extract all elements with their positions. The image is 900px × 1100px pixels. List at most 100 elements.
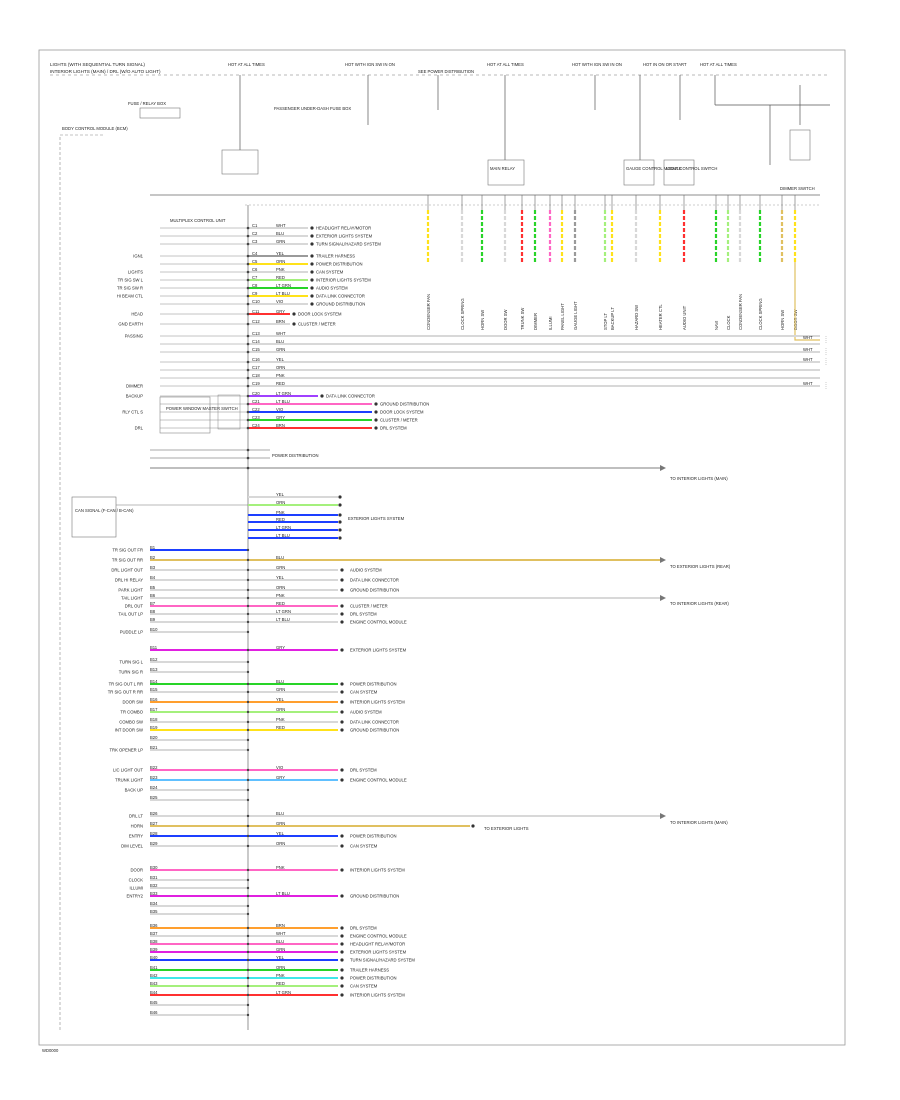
pin-label: CLOCK	[129, 878, 144, 883]
destination-label: POWER DISTRIBUTION	[316, 262, 363, 267]
splice-dot	[340, 934, 344, 938]
footer-code: WD0000	[42, 1048, 59, 1053]
wire-color-code: LT GRN	[276, 391, 291, 396]
splice-dot	[471, 824, 475, 828]
wire-color-code: WHT	[803, 357, 813, 362]
wire-color-code: RED	[276, 381, 285, 386]
top-wire-label: CLOCK	[726, 315, 731, 330]
splice-dot	[340, 768, 344, 772]
connector-pin	[246, 384, 250, 388]
pin-number: B19	[150, 725, 158, 730]
wire-color-code: GRN	[276, 347, 285, 352]
light-switch-label: LIGHT CONTROL SWITCH	[666, 166, 717, 171]
destination-label: CLUSTER / METER	[380, 418, 418, 423]
arrow-right	[660, 465, 666, 471]
destination-label: CAN SYSTEM	[350, 690, 378, 695]
pin-label: DRL LIGHT OUT	[111, 568, 143, 573]
connector-pin	[246, 302, 250, 306]
pin-number: C9	[252, 291, 258, 296]
pin-number: C24	[252, 423, 260, 428]
splice-dot	[338, 513, 342, 517]
pin-label: DOOR	[130, 868, 143, 873]
pin-number: B28	[150, 831, 158, 836]
connector-pin	[246, 286, 250, 290]
wire-color-code: YEL	[276, 831, 285, 836]
wire-color-code: RED	[276, 275, 285, 280]
pin-label: TURN SIG R	[119, 670, 143, 675]
wire-color-code: GRN	[276, 821, 285, 826]
fuse-box-outline	[139, 107, 181, 119]
top-wire-label: NAVI	[714, 321, 719, 330]
pin-number: B13	[150, 667, 158, 672]
source-label: SEE POWER DISTRIBUTION	[418, 69, 474, 74]
connector-pin	[246, 690, 250, 694]
wire-color-code: LT GRN	[276, 990, 291, 995]
connector-pin	[246, 360, 250, 364]
wire-color-code: ORN	[276, 841, 285, 846]
connector-pin	[246, 234, 250, 238]
splice-dot	[340, 976, 344, 980]
connector-pin	[246, 368, 250, 372]
wire-color-code: GRN	[276, 687, 285, 692]
pin-number: B1	[150, 545, 156, 550]
destination-label: GROUND DISTRIBUTION	[350, 588, 399, 593]
wire-color-code: WHT	[803, 347, 813, 352]
wire-color-code: BLU	[276, 811, 284, 816]
pin-number: B35	[150, 909, 158, 914]
connector-pin	[246, 894, 250, 898]
wire-color-code: BRN	[276, 923, 285, 928]
pin-number: C4	[252, 251, 258, 256]
wire-color-code: YEL	[276, 251, 285, 256]
connector-pin	[246, 682, 250, 686]
main-relay-box	[487, 159, 525, 186]
pin-number: B25	[150, 795, 158, 800]
connector-pin	[246, 878, 250, 882]
pin-number: B36	[150, 923, 158, 928]
destination-label: DRL SYSTEM	[380, 426, 407, 431]
connector-pin	[246, 596, 250, 600]
wire-color-code: ORN	[276, 500, 285, 505]
connector-pin	[246, 834, 250, 838]
destination-label: CAN SYSTEM	[350, 844, 378, 849]
splice-dot	[340, 968, 344, 972]
pin-number: B21	[150, 745, 158, 750]
diagram-title-line1: LIGHTS (WITH SEQUENTIAL TURN SIGNAL)	[50, 62, 145, 67]
top-wire-label: HAZARD SW	[634, 305, 639, 330]
connector-pin	[246, 958, 250, 962]
splice-dot	[338, 495, 342, 499]
connector-pin	[246, 578, 250, 582]
connector-pin	[246, 710, 250, 714]
pin-number: C2	[252, 231, 258, 236]
destination-label: HEADLIGHT RELAY/MOTOR	[350, 942, 405, 947]
pin-number: C10	[252, 299, 260, 304]
connector-pin	[246, 448, 250, 452]
destination-label: POWER DISTRIBUTION	[350, 976, 397, 981]
pin-number: B14	[150, 679, 158, 684]
source-label: HOT AT ALL TIMES	[700, 62, 737, 67]
wire-color-code: GRN	[276, 565, 285, 570]
dimmer-switch-label: DIMMER SWITCH	[780, 186, 815, 191]
right-reference-label: TO INTERIOR LIGHTS (MAIN)	[670, 820, 728, 825]
destination-label: POWER DISTRIBUTION	[350, 834, 397, 839]
fuse-panel-label: PASSENGER UNDER-DASH FUSE BOX	[274, 106, 351, 111]
wire-color-code: GRY	[276, 415, 285, 420]
connector-pin	[246, 548, 250, 552]
wire-color-code: LT BLU	[276, 891, 290, 896]
power-window-label: POWER WINDOW MASTER SWITCH	[166, 406, 238, 411]
wire-color-code: VIO	[276, 765, 284, 770]
connector-pin	[246, 620, 250, 624]
top-wire-label: AUDIO UNIT	[682, 305, 687, 330]
connector-pin	[246, 778, 250, 782]
splice-dot	[338, 528, 342, 532]
wire-color-code: YEL	[276, 955, 285, 960]
connector-pin	[246, 912, 250, 916]
connector-pin	[246, 558, 250, 562]
connector-pin	[246, 976, 250, 980]
pin-number: B5	[150, 585, 156, 590]
splice-dot	[310, 262, 314, 266]
destination-label: CLUSTER / METER	[350, 604, 388, 609]
connector-pin	[246, 728, 250, 732]
pin-label: DRL OUT	[125, 604, 144, 609]
pin-number: C1	[252, 223, 258, 228]
splice-dot	[340, 700, 344, 704]
